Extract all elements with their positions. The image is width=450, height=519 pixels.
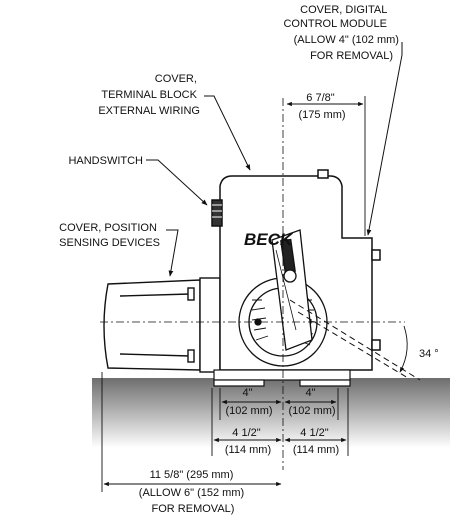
brand-logo: BECK: [244, 230, 294, 249]
dim-top-width: [286, 96, 366, 236]
mounting-surface: [92, 378, 450, 448]
dim-overall: [101, 372, 282, 492]
dim-right-4-5-label: 4 1/2" (114 mm): [293, 427, 339, 456]
dim-top-width-label: 6 7/8" (175 mm): [298, 92, 345, 121]
flange: [199, 277, 221, 373]
dim-angle-label: 34 °: [419, 348, 439, 360]
callout-handswitch: HANDSWITCH: [68, 155, 143, 167]
callout-leaders: [146, 42, 403, 277]
dim-left-4-5-label: 4 1/2" (114 mm): [225, 427, 271, 456]
position-sensing-cover: [103, 279, 201, 371]
callout-digital-control-module: COVER, DIGITAL CONTROL MODULE (ALLOW 4" …: [283, 4, 402, 62]
dim-overall-label: 11 5/8" (295 mm) (ALLOW 6" (152 mm) FOR …: [139, 469, 247, 515]
dim-left-4-label: 4" (102 mm): [225, 387, 272, 417]
base-feet: [213, 369, 351, 387]
dim-4-5in: [211, 388, 349, 456]
dim-right-4-label: 4" (102 mm): [288, 387, 335, 417]
dim-angle: [399, 325, 408, 373]
callout-terminal-block: COVER, TERMINAL BLOCK EXTERNAL WIRING: [98, 73, 200, 117]
dim-4in: [219, 388, 339, 420]
centerlines: [100, 98, 405, 470]
callout-position-sensing: COVER, POSITION SENSING DEVICES: [59, 222, 160, 249]
